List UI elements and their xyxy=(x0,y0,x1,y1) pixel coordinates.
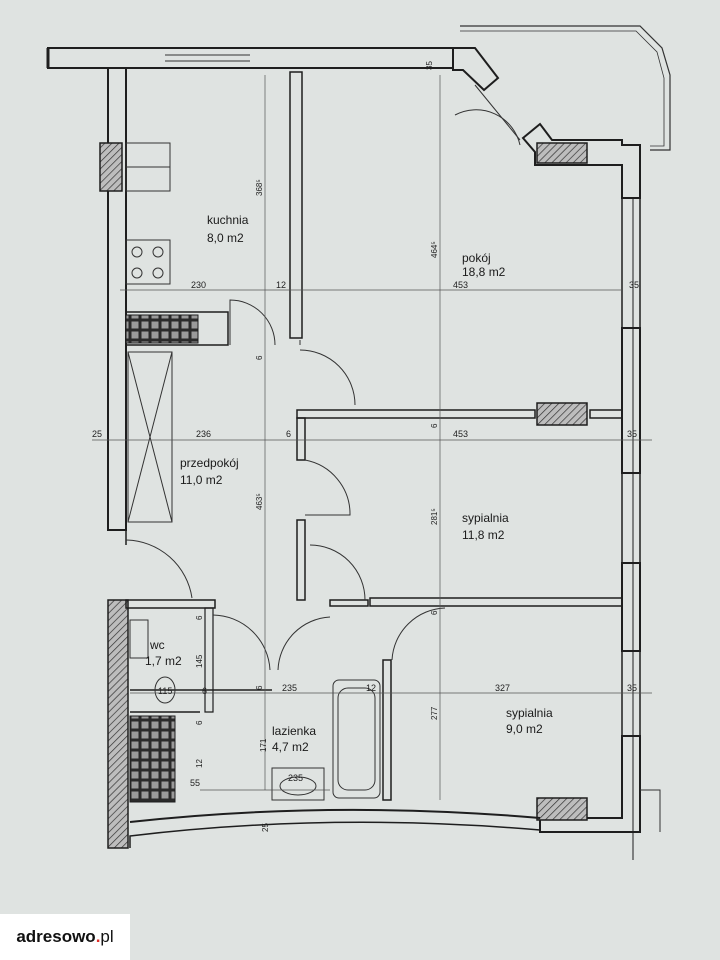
room-wc-name: wc xyxy=(149,638,165,652)
dim-label: 6 xyxy=(202,686,207,696)
dim-label: 281⁵ xyxy=(430,508,439,525)
dim-label: 6 xyxy=(255,685,264,690)
door-entrance xyxy=(125,539,193,599)
interior-walls xyxy=(125,71,623,803)
room-pokoj-name: pokój xyxy=(462,251,491,265)
room-wc-area: 1,7 m2 xyxy=(145,654,182,668)
door-sypialnia-1 xyxy=(304,459,351,516)
pier-right-2 xyxy=(621,562,641,652)
doors xyxy=(125,84,521,671)
dim-label: 35 xyxy=(425,61,434,70)
dim-label: 235 xyxy=(288,773,303,783)
dim-label: 145 xyxy=(195,654,204,668)
dim-label: 327 xyxy=(495,683,510,693)
bathroom-tiles xyxy=(129,715,176,803)
dim-label: 6 xyxy=(195,720,204,725)
corner-wall-bottom xyxy=(539,735,641,833)
room-pokoj-area: 18,8 m2 xyxy=(462,265,506,279)
door-kuchnia xyxy=(229,299,276,346)
dim-label: 277 xyxy=(430,706,439,720)
dim-label: 368⁵ xyxy=(255,179,264,196)
room-sypialnia-2-name: sypialnia xyxy=(506,706,553,720)
door-wc xyxy=(212,614,271,671)
dim-label: 236 xyxy=(196,429,211,439)
wall-pokoj-sypialnia xyxy=(296,409,536,419)
dim-label: 35 xyxy=(627,429,637,439)
door-pokoj xyxy=(299,340,356,406)
chimney-pokoj xyxy=(536,142,588,164)
left-wall-lower xyxy=(107,599,129,849)
window-right-3 xyxy=(621,650,641,737)
dim-label: 35 xyxy=(629,280,639,290)
bottom-wall xyxy=(129,808,541,823)
pier-right-1 xyxy=(621,327,641,474)
dim-label: 25 xyxy=(92,429,102,439)
dim-label: 6 xyxy=(286,429,291,439)
room-labels: kuchnia 8,0 m2 pokój 18,8 m2 przedpokój … xyxy=(145,213,553,754)
dim-label: 6 xyxy=(430,423,439,428)
door-lazienka xyxy=(277,616,331,671)
dim-label: 6 xyxy=(430,610,439,615)
dimension-labels: 35 368⁵ 464⁵ 230 12 453 35 6 25 236 6 6 … xyxy=(92,61,639,832)
dim-label: 25 xyxy=(261,823,270,832)
wc-basin xyxy=(129,619,149,659)
dim-label: 463⁵ xyxy=(255,493,264,510)
logo-brand: adresowo xyxy=(16,927,96,946)
dimension-lines xyxy=(92,75,652,800)
room-przedpokoj-area: 11,0 m2 xyxy=(180,473,223,487)
dim-label: 115 xyxy=(158,686,172,696)
logo-tld: pl xyxy=(100,927,114,946)
chimney-sypialnia xyxy=(536,797,588,821)
dim-label: 230 xyxy=(191,280,206,290)
room-sypialnia-1-area: 11,8 m2 xyxy=(462,528,505,542)
wall-wc-lazienka xyxy=(204,607,214,713)
dim-label: 12 xyxy=(276,280,286,290)
bathtub xyxy=(332,679,381,799)
door-sypialnia-3 xyxy=(391,607,446,661)
fixtures xyxy=(125,142,381,801)
chimney-kuchnia xyxy=(99,142,123,192)
window-right-1 xyxy=(621,197,641,329)
balcony-outline-inner xyxy=(460,30,665,147)
room-sypialnia-2-area: 9,0 m2 xyxy=(506,722,543,736)
door-sypialnia-2 xyxy=(309,544,366,601)
chimney-middle xyxy=(536,402,588,426)
dim-label: 171 xyxy=(259,738,268,752)
wall-sypialnie xyxy=(369,597,623,607)
room-lazienka-name: lazienka xyxy=(272,724,316,738)
left-wall-upper xyxy=(107,67,127,531)
kitchen-stove xyxy=(125,239,171,285)
room-sypialnia-1-name: sypialnia xyxy=(462,511,509,525)
room-kuchnia-area: 8,0 m2 xyxy=(207,231,244,245)
dim-label: 6 xyxy=(195,615,204,620)
room-przedpokoj-name: przedpokój xyxy=(180,456,239,470)
dim-label: 35 xyxy=(627,683,637,693)
wall-lazienka-sypialnia xyxy=(382,659,392,801)
dim-label: 235 xyxy=(282,683,297,693)
dim-label: 12 xyxy=(195,759,204,768)
adresowo-logo: adresowo.pl xyxy=(0,914,130,960)
kitchen-tiles xyxy=(125,314,199,344)
corner-wall-right xyxy=(521,122,641,199)
bathroom-sink xyxy=(271,767,325,801)
dim-label: 12 xyxy=(366,683,376,693)
logo-dot: . xyxy=(95,927,101,946)
top-wall-left xyxy=(47,47,454,69)
dim-label: 6 xyxy=(255,355,264,360)
wall-kuchnia-pokoj xyxy=(289,71,303,339)
wardrobe xyxy=(127,351,173,523)
dim-label: 464⁵ xyxy=(430,241,439,258)
dim-label: 55 xyxy=(190,778,200,788)
room-lazienka-area: 4,7 m2 xyxy=(272,740,309,754)
dim-label: 453 xyxy=(453,280,468,290)
corner-wall-top xyxy=(452,47,500,92)
balcony-outline xyxy=(460,25,671,151)
window-right-2 xyxy=(621,472,641,564)
exterior-walls xyxy=(46,25,671,860)
wc-toilet xyxy=(154,676,176,704)
room-kuchnia-name: kuchnia xyxy=(207,213,249,227)
dim-label: 453 xyxy=(453,429,468,439)
